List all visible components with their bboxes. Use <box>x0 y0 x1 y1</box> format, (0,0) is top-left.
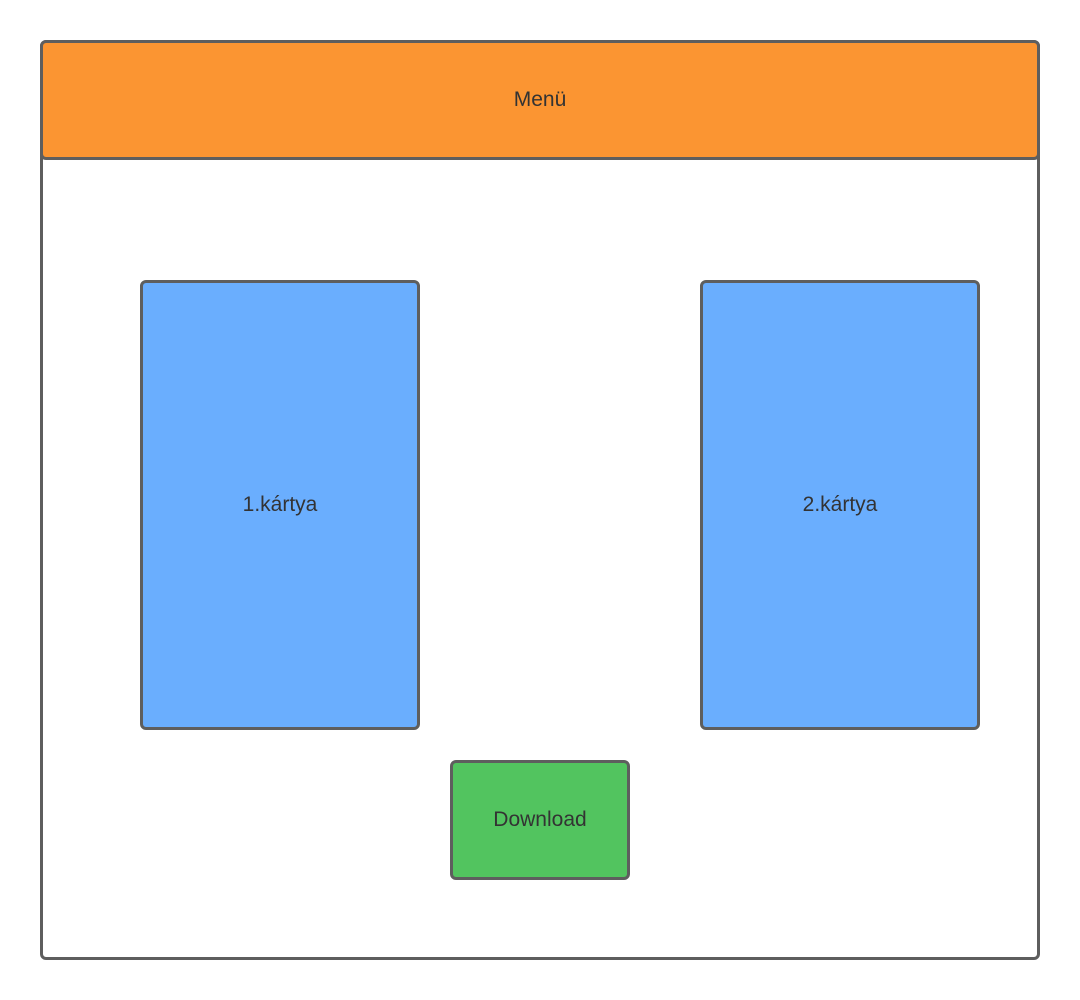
menu-label: Menü <box>513 88 567 111</box>
card-2[interactable]: 2.kártya <box>700 280 980 730</box>
card-1[interactable]: 1.kártya <box>140 280 420 730</box>
menu-bar[interactable]: Menü <box>40 40 1040 160</box>
card-2-label: 2.kártya <box>802 493 878 516</box>
download-label: Download <box>493 808 587 831</box>
download-button[interactable]: Download <box>450 760 630 880</box>
card-1-label: 1.kártya <box>242 493 318 516</box>
